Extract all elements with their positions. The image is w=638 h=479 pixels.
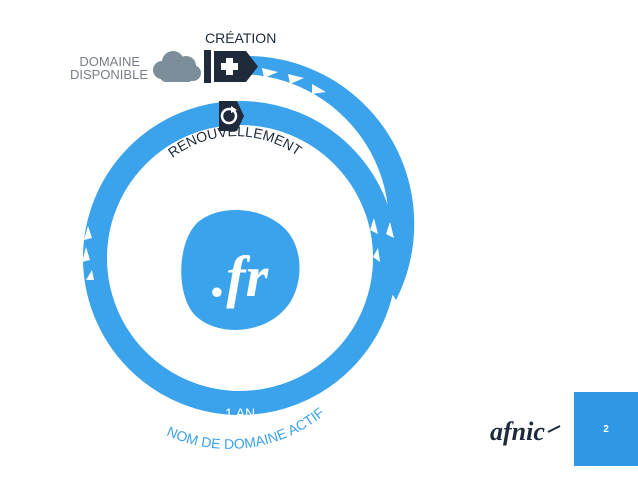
arrow-mark [262, 68, 278, 78]
fr-logo-text: .fr [212, 244, 269, 309]
fr-logo: .fr [181, 210, 300, 330]
arrow-mark [84, 226, 92, 240]
arrow-mark [86, 270, 94, 280]
disponible-label: DISPONIBLE [70, 67, 148, 82]
creation-spiral [240, 55, 415, 300]
domaine-label: DOMAINE [79, 54, 140, 69]
arrow-mark [82, 247, 90, 262]
afnic-logo-text: afnic [490, 417, 545, 446]
plus-icon [204, 50, 258, 83]
arrow-mark [312, 84, 326, 94]
page-number: 2 [574, 392, 638, 466]
cloud-icon [153, 51, 201, 82]
creation-label: CRÉATION [205, 30, 276, 46]
afnic-logo: afnic [490, 417, 561, 446]
arrow-mark [288, 74, 304, 84]
arrow-mark [373, 248, 380, 262]
refresh-icon [219, 101, 244, 131]
one-year-label: 1 AN [225, 405, 255, 421]
arrow-mark [386, 222, 394, 238]
arrow-mark [370, 218, 378, 234]
